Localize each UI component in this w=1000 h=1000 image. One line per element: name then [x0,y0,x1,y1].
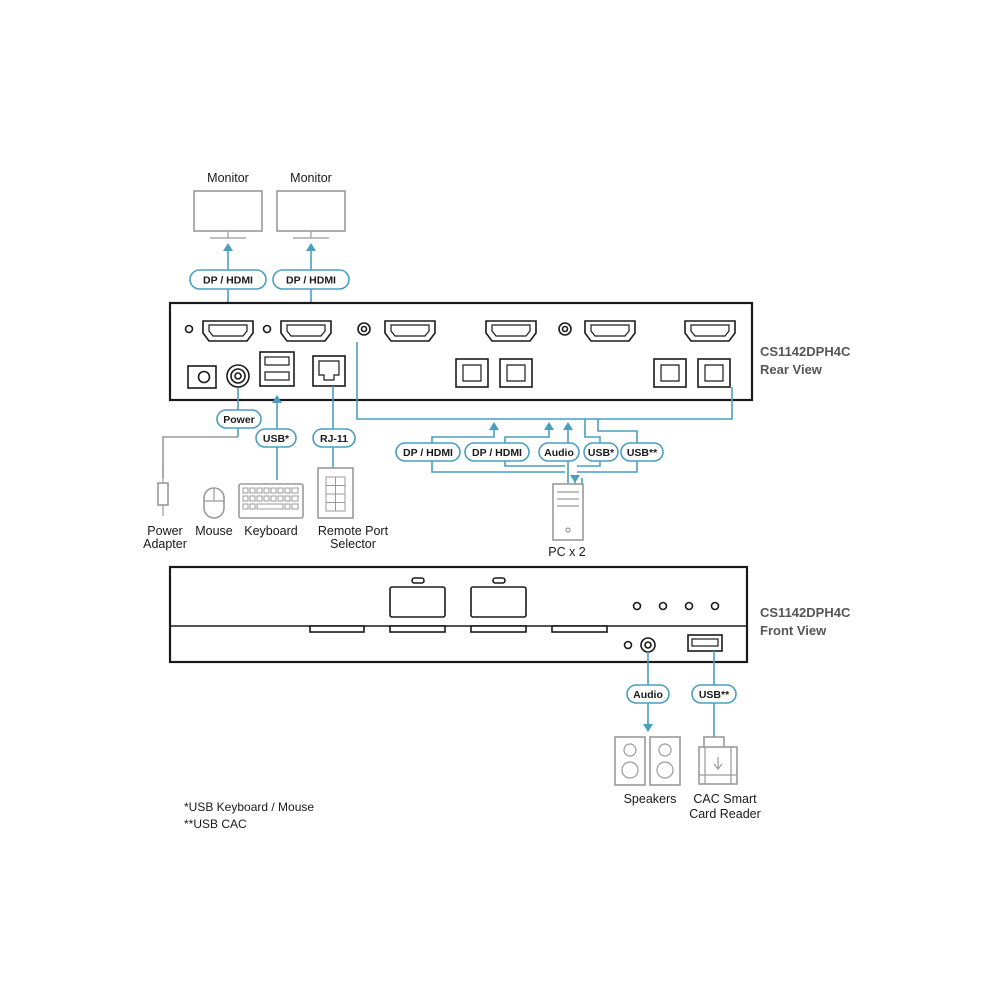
connection-label-front-usb: USB** [699,689,730,701]
connection-pill-pc-video-2 [464,442,530,462]
front-tab-1 [309,625,365,633]
mouse: Mouse [195,487,233,538]
remote-port-selector: Remote Port Selector [317,467,389,551]
monitor-1: Monitor [193,171,263,239]
monitor-cables: DP / HDMI DP / HDMI [189,243,350,320]
front-view-title: Front View [760,623,827,638]
connection-pill-pc-usb-cac [620,442,664,462]
console-cables: Power USB* RJ-11 [162,386,356,480]
speaker-right-icon [649,736,681,786]
front-tab-4 [551,625,608,633]
pc: PC x 2 [548,483,586,559]
port-select-button-2 [470,586,527,618]
pc-label: PC x 2 [548,545,586,559]
cac-label-2: Card Reader [689,807,761,821]
usb-b-port-3 [653,358,687,388]
connection-pill-usb-console [255,428,297,448]
connection-pill-pc-usb-km [583,442,619,462]
hdmi-port-pc-3 [584,320,636,342]
monitor-1-icon [193,190,263,232]
front-tab-2 [389,625,446,633]
footnote-2: **USB CAC [184,817,247,831]
monitor-2-label: Monitor [290,171,332,185]
rear-model-title: CS1142DPH4C [760,344,851,359]
rear-view-title: Rear View [760,362,823,377]
connection-label-pc-video-2: DP / HDMI [472,447,522,459]
connection-pill-monitor-1 [189,269,267,290]
usb-b-port-2 [499,358,533,388]
pc-tower-icon [552,483,584,541]
connection-label-pc-usb-cac: USB** [627,447,658,459]
monitor-2-icon [276,190,346,232]
front-panel: CS1142DPH4C Front View [168,565,851,664]
speaker-left-icon [614,736,646,786]
speakers: Speakers [614,736,681,806]
connection-label-monitor-2: DP / HDMI [286,275,336,287]
remote-port-selector-label-2: Selector [330,537,376,551]
footnotes: *USB Keyboard / Mouse **USB CAC [184,800,314,831]
power-adapter: Power Adapter [143,470,187,551]
hdmi-port-console-2 [280,320,332,342]
connection-pill-monitor-2 [272,269,350,290]
usb-b-port-4 [697,358,731,388]
front-tab-3 [470,625,527,633]
connection-label-power: Power [223,414,255,426]
power-adapter-label-2: Adapter [143,537,187,551]
connection-label-monitor-1: DP / HDMI [203,275,253,287]
port-select-button-1 [389,586,446,618]
usb-b-port-1 [455,358,489,388]
mouse-label: Mouse [195,524,233,538]
connection-pill-power [216,409,262,429]
front-usb-port [687,634,723,652]
footnote-1: *USB Keyboard / Mouse [184,800,314,814]
led-indicator-1 [632,601,642,611]
connection-pill-pc-audio [538,442,580,462]
power-adapter-label-1: Power [147,524,182,538]
led-indicator-2 [658,601,668,611]
connection-label-front-audio: Audio [633,689,663,701]
connection-label-pc-video-1: DP / HDMI [403,447,453,459]
hdmi-port-pc-4 [684,320,736,342]
connection-pill-rj11 [312,428,356,448]
led-indicator-3 [684,601,694,611]
connection-pill-front-audio [626,684,670,704]
connection-label-rj11: RJ-11 [320,433,348,445]
led-indicator-4 [710,601,720,611]
hdmi-port-console-1 [202,320,254,342]
rear-panel: CS1142DPH4C Rear View [168,301,851,402]
front-model-title: CS1142DPH4C [760,605,851,620]
power-adapter-icon [157,482,169,506]
connection-label-pc-usb-km: USB* [588,447,615,459]
connection-pill-pc-video-1 [395,442,461,462]
monitor-1-label: Monitor [207,171,249,185]
cac-card-reader: CAC Smart Card Reader [689,736,761,821]
remote-port-selector-label-1: Remote Port [318,524,389,538]
hdmi-port-pc-2 [485,320,537,342]
hdmi-port-pc-1 [384,320,436,342]
keyboard-label: Keyboard [244,524,298,538]
connection-pill-front-usb [691,684,737,704]
front-cables: Audio USB** [626,651,737,737]
keyboard: Keyboard [238,483,304,538]
front-panel-body [168,565,749,664]
connection-label-usb-console: USB* [263,433,290,445]
cac-label-1: CAC Smart [693,792,757,806]
connection-label-pc-audio: Audio [544,447,574,459]
pc-cables: DP / HDMI DP / HDMI Audio USB* USB** [356,342,733,488]
monitor-2: Monitor [276,171,346,239]
speakers-label: Speakers [624,792,677,806]
